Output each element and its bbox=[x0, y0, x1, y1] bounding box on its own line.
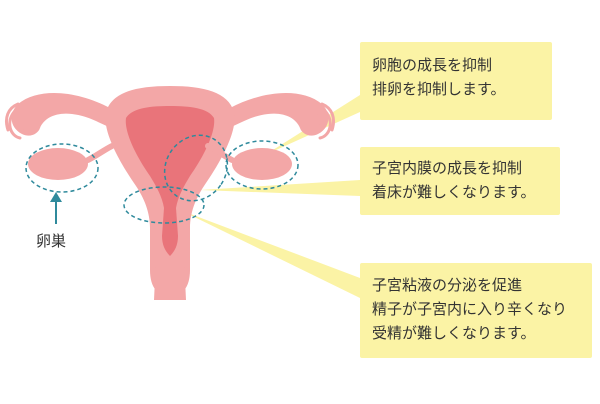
pointer-endometrium bbox=[200, 180, 360, 196]
callout-line: 子宮内膜の成長を抑制 bbox=[372, 159, 523, 177]
left-fallopian-tube bbox=[11, 92, 112, 136]
left-ovary bbox=[28, 148, 88, 180]
cervical-canal bbox=[162, 208, 178, 256]
right-fallopian-tube bbox=[228, 92, 329, 136]
callout-ovulation: 卵胞の成長を抑制 排卵を抑制します。 bbox=[360, 42, 552, 120]
right-ovary-ligament bbox=[205, 143, 235, 163]
right-ovary bbox=[232, 148, 292, 180]
endometrium-dashed-outline bbox=[163, 134, 229, 202]
callout-line: 着床が難しくなります。 bbox=[372, 183, 536, 201]
callout-line: 排卵を抑制します。 bbox=[372, 80, 506, 98]
right-fimbriae bbox=[310, 102, 336, 140]
callout-cervical-mucus: 子宮粘液の分泌を促進 精子が子宮内に入り辛くなり 受精が難しくなります。 bbox=[360, 263, 592, 358]
left-ovary-ligament bbox=[85, 143, 115, 163]
left-ovary-dashed-outline bbox=[25, 143, 99, 193]
callout-line: 卵胞の成長を抑制 bbox=[372, 56, 493, 74]
ovary-arrow bbox=[50, 192, 62, 224]
callout-line: 精子が子宮内に入り辛くなり bbox=[372, 300, 568, 318]
ovary-label: 卵巣 bbox=[36, 232, 67, 250]
callout-endometrium: 子宮内膜の成長を抑制 着床が難しくなります。 bbox=[360, 147, 560, 215]
right-ovary-dashed-outline bbox=[225, 140, 299, 190]
vagina bbox=[154, 258, 186, 300]
pointer-cervix bbox=[180, 210, 360, 298]
callout-line: 子宮粘液の分泌を促進 bbox=[372, 276, 523, 294]
uterine-cavity bbox=[125, 106, 215, 208]
left-fimbriae bbox=[4, 102, 30, 140]
cervix-dashed-outline bbox=[123, 186, 205, 224]
callout-line: 受精が難しくなります。 bbox=[372, 324, 536, 342]
